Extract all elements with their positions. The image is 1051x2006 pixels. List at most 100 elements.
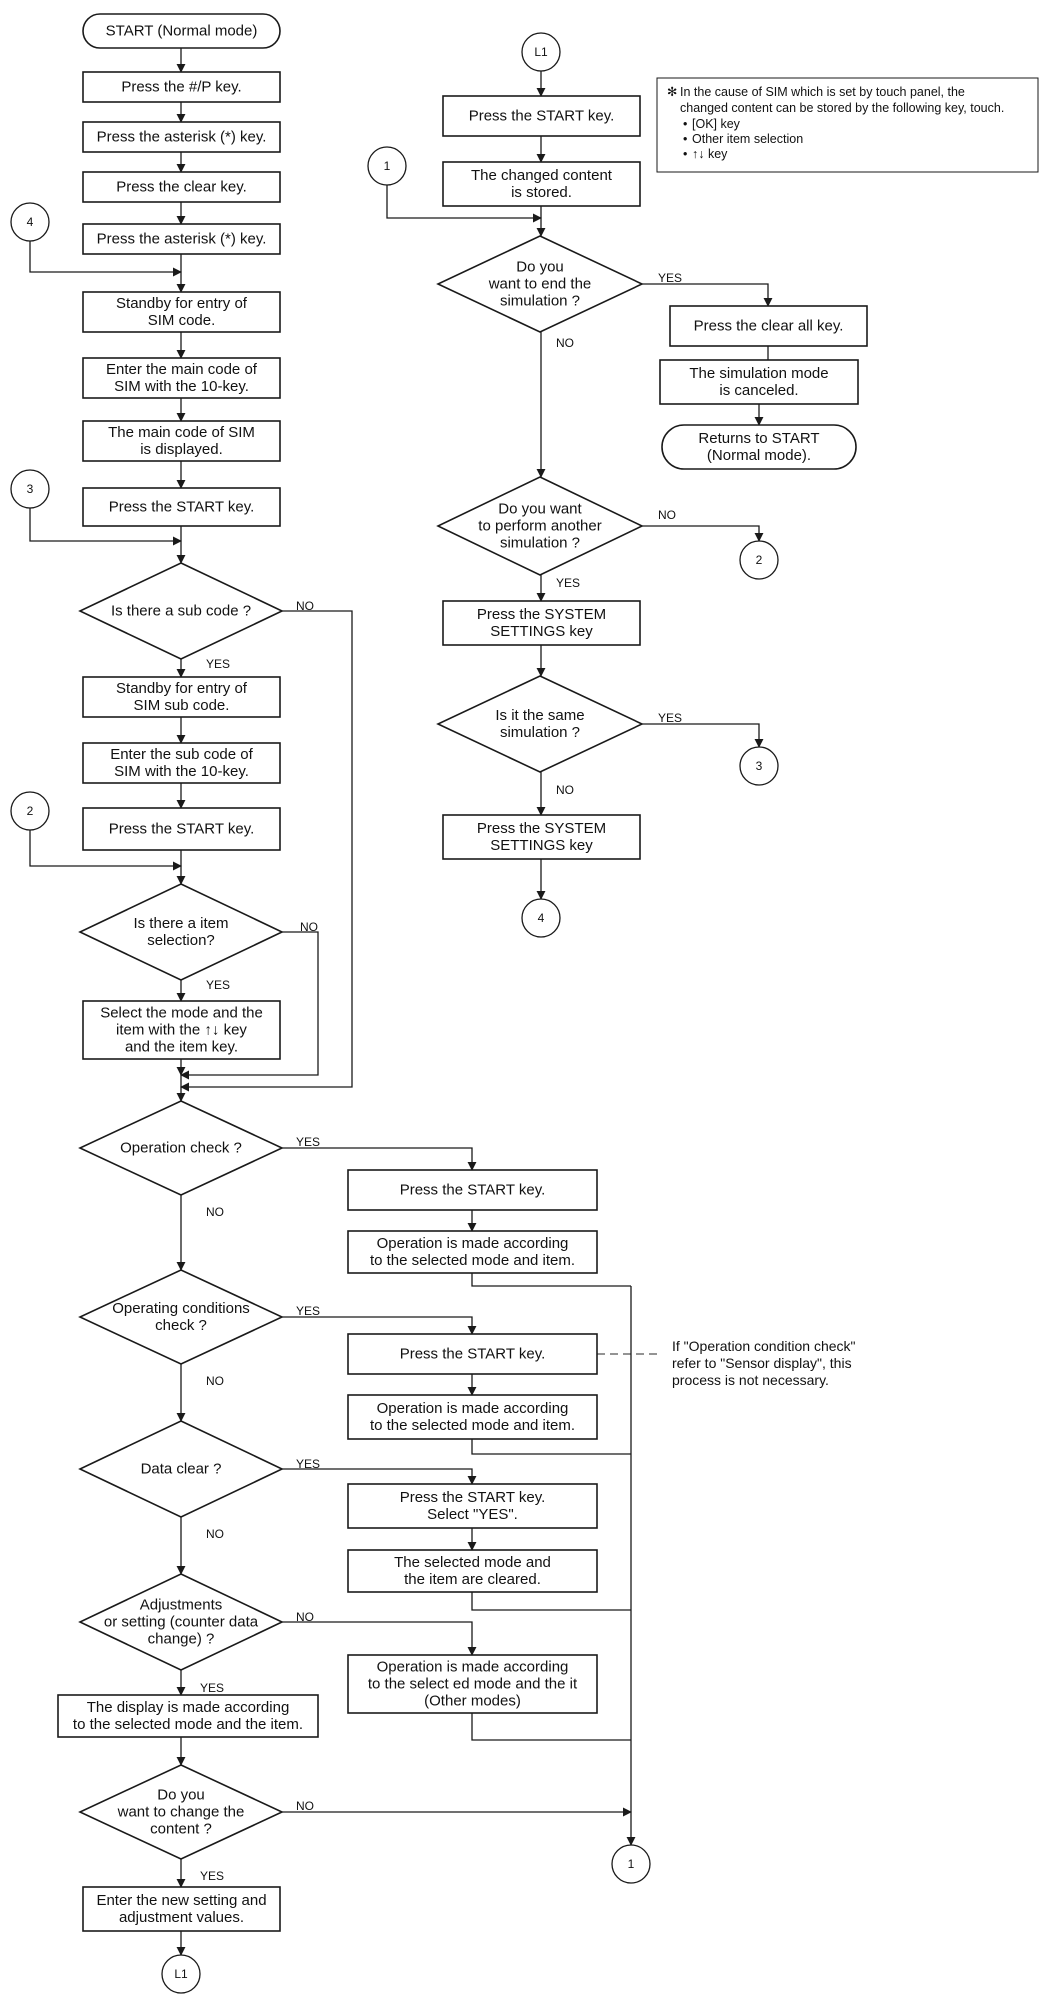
node-enter-main-line-2: SIM with the 10-key. [114,378,249,395]
note-marker: ✻ [667,85,677,99]
connector-c2-right-shape [739,540,779,580]
edge-46 [386,185,542,223]
node-r-press-start-shape [442,95,641,137]
node-q-op-cond-shape [78,1269,284,1365]
node-q-end-shape [436,235,644,333]
node-clear-press-shape [347,1483,598,1529]
connector-c4-right: 4 [521,898,561,938]
node-press-hash-p-line-1: Press the #/P key. [121,79,241,96]
node-select-mode-shape [82,1000,281,1060]
branch-label-no-7: NO [206,1374,224,1388]
node-enter-main-line-1: Enter the main code of [106,361,258,378]
note-bullet-3: • [683,147,687,161]
connector-c3-right: 3 [739,746,779,786]
branch-label-no-12: NO [296,1610,314,1624]
branch-label-no-5: NO [206,1205,224,1219]
node-cleared-line-1: The selected mode and [394,1554,551,1571]
node-standby-sim-line-2: SIM code. [148,312,216,329]
node-q-adjust-line-2: or setting (counter data [104,1614,259,1631]
node-other-modes-shape [347,1654,598,1714]
connector-c4-left: 4 [10,202,50,242]
node-op-made-line-2: to the selected mode and item. [370,1252,575,1269]
node-press-asterisk-1: Press the asterisk (*) key. [82,121,281,153]
node-clear-press-line-1: Press the START key. [400,1489,546,1506]
node-q-change-shape [78,1764,284,1860]
connector-c1-bottom-label: 1 [628,1857,635,1871]
node-q-sub-code-shape [78,562,284,660]
node-q-op-check: Operation check ? [78,1100,284,1196]
note-line-1: In the cause of SIM which is set by touc… [680,85,965,99]
node-press-asterisk-2-line-1: Press the asterisk (*) key. [97,231,267,248]
note-item-3: ↑↓ key [692,147,728,161]
node-clear-press-line-2: Select "YES". [427,1506,518,1523]
node-enter-main-shape [82,357,281,399]
node-sys-settings-2-line-2: SETTINGS key [490,837,593,854]
node-q-change-line-2: want to change the [117,1804,245,1821]
connector-c1-right-label: 1 [384,159,391,173]
edge-33 [471,1592,631,1611]
node-r-press-start-line-1: Press the START key. [469,108,615,125]
node-press-asterisk-2-shape [82,223,281,255]
edge-35 [282,1621,477,1656]
node-q-another-line-2: to perform another [478,518,601,535]
node-select-mode-line-3: and the item key. [125,1039,238,1056]
connector-c2-right: 2 [739,540,779,580]
connector-c4-right-shape [521,898,561,938]
node-main-displayed-line-2: is displayed. [140,441,223,458]
connector-c1-right-shape [367,146,407,186]
node-press-asterisk-1-shape [82,121,281,153]
node-op-press-start: Press the START key. [347,1169,598,1211]
node-enter-sub-line-2: SIM with the 10-key. [114,763,249,780]
connector-c1-bottom: 1 [611,1844,651,1884]
node-press-clear-all: Press the clear all key. [669,305,868,347]
connector-c3-left-shape [10,469,50,509]
node-press-start-1-line-1: Press the START key. [109,499,255,516]
node-q-same-line-2: simulation ? [500,724,580,741]
edge-24 [471,1273,631,1287]
node-op-press-start-line-1: Press the START key. [400,1182,546,1199]
node-press-clear-line-1: Press the clear key. [116,179,247,196]
branch-label-yes-16: YES [658,271,682,285]
branch-label-no-19: NO [556,783,574,797]
node-display-made-line-2: to the selected mode and the item. [73,1716,303,1733]
node-main-displayed-shape [82,420,281,462]
node-press-start-1-shape [82,487,281,527]
edge-6 [29,241,182,277]
branch-label-yes-20: YES [658,711,682,725]
node-returns-start-shape [661,424,857,470]
node-q-op-check-shape [78,1100,284,1196]
branch-label-yes-8: YES [296,1304,320,1318]
flow-edges [29,48,773,1956]
node-q-another-line-3: simulation ? [500,535,580,552]
node-q-op-cond-line-2: check ? [155,1317,207,1334]
branch-label-yes-13: YES [200,1869,224,1883]
branch-label-yes-3: YES [206,978,230,992]
node-press-start-2-shape [82,807,281,851]
note-item-1: [OK] key [692,117,741,131]
node-display-made-shape [57,1694,319,1738]
node-press-clear-all-line-1: Press the clear all key. [694,318,844,335]
note-bullet-2: • [683,132,687,146]
connector-l1-top-shape [521,32,561,72]
node-q-item-sel-line-1: Is there a item [133,915,228,932]
node-q-sub-code-line-1: Is there a sub code ? [111,603,251,620]
node-q-data-clear-line-1: Data clear ? [141,1461,222,1478]
branch-label-no-15: NO [556,336,574,350]
node-q-another-shape [436,476,644,576]
node-press-start-2-line-1: Press the START key. [109,821,255,838]
side-note-line-1: If "Operation condition check" [672,1338,856,1354]
note-box [656,77,1039,173]
node-start-line-1: START (Normal mode) [106,23,258,40]
branch-label-yes-6: YES [296,1135,320,1149]
connector-c2-left-label: 2 [27,804,34,818]
node-press-start-2: Press the START key. [82,807,281,851]
node-press-hash-p-shape [82,71,281,103]
